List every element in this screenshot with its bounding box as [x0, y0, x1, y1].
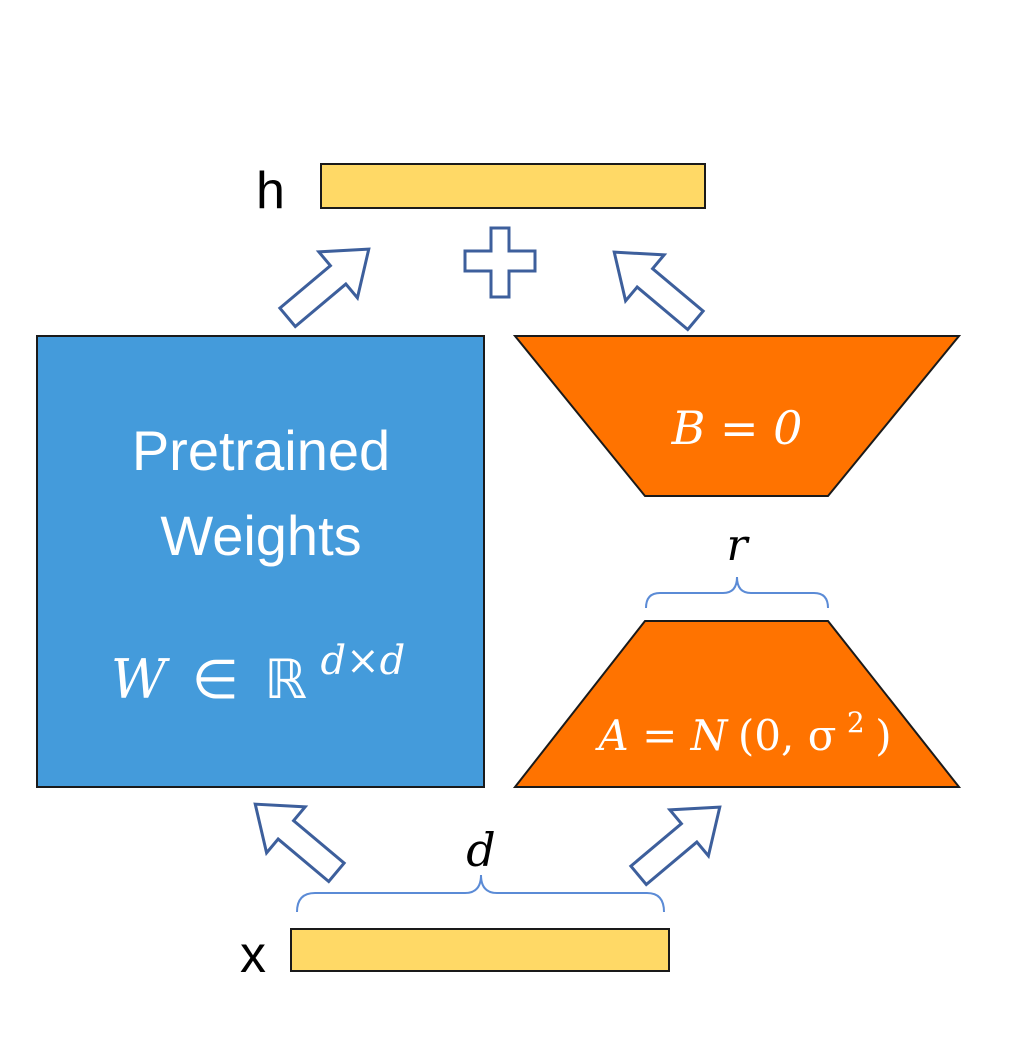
matrix-b-block — [512, 335, 962, 497]
plus-icon — [463, 226, 537, 299]
output-label: h — [256, 162, 285, 220]
matrix-a-prefix: A = — [594, 711, 690, 760]
up-right-arrow-icon — [628, 805, 722, 887]
input-vector — [290, 928, 670, 972]
output-vector — [320, 163, 706, 209]
matrix-a-normal-symbol: N — [690, 711, 729, 760]
pretrained-weights-block — [36, 335, 485, 788]
pretrained-title-line2: Weights — [160, 504, 361, 567]
dim-r-label: r — [726, 520, 750, 571]
dim-d-brace — [296, 874, 665, 913]
math-superscript: d×d — [321, 638, 406, 684]
pretrained-math: W ∈ ℝ d×d — [111, 638, 406, 711]
matrix-a-block — [512, 620, 962, 788]
dim-r-brace — [645, 576, 829, 609]
matrix-a-close: ) — [875, 711, 891, 760]
up-left-arrow-icon — [612, 250, 706, 332]
math-reals: ℝ — [264, 648, 307, 711]
matrix-a-label: A = N (0, σ 2 ) — [594, 696, 891, 760]
matrix-b-label: B = 0 — [671, 401, 803, 455]
up-right-arrow-icon — [277, 247, 371, 329]
math-w: W — [111, 648, 171, 711]
input-label: x — [240, 926, 266, 984]
matrix-a-superscript: 2 — [847, 706, 865, 739]
math-element-of: ∈ — [192, 648, 239, 711]
matrix-a-args: (0, σ — [738, 711, 836, 760]
up-left-arrow-icon — [253, 802, 347, 884]
pretrained-title-line1: Pretrained — [132, 419, 390, 482]
dim-d-label: d — [466, 823, 495, 877]
